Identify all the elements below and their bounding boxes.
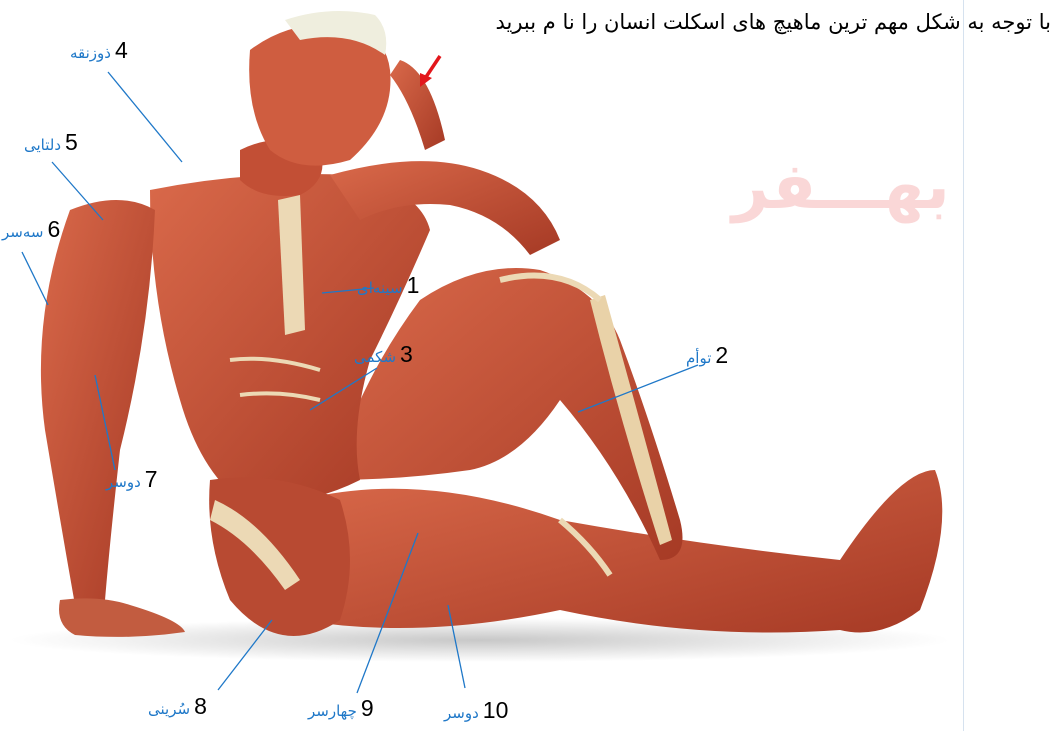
label-10-hamstring: 10 دوسر (444, 697, 508, 724)
label-number: 9 (361, 695, 374, 722)
label-number: 8 (194, 693, 207, 720)
label-name: شکمی (354, 348, 396, 366)
page-edge-line (963, 0, 964, 731)
label-number: 6 (47, 216, 60, 243)
label-8-gluteus: 8 سُرینی (148, 693, 207, 720)
label-name: سُرینی (148, 700, 190, 718)
label-5-deltoid: 5 دلتایی (24, 129, 78, 156)
label-number: 7 (145, 466, 158, 493)
label-name: سه‌سر (2, 223, 43, 241)
label-number: 10 (483, 697, 509, 724)
watermark: بهـــفر (732, 150, 950, 224)
label-4-trapezius: 4 ذوزنقه (70, 37, 128, 64)
label-3-abdominal: 3 شکمی (354, 341, 413, 368)
label-name: دوسر (106, 473, 141, 491)
label-7-biceps: 7 دوسر (106, 466, 158, 493)
label-6-triceps: 6 سه‌سر (2, 216, 60, 243)
label-1-pectoral: 1 سینه‌ای (357, 272, 419, 299)
label-number: 5 (65, 129, 78, 156)
label-number: 3 (400, 341, 413, 368)
label-name: دلتایی (24, 136, 61, 154)
red-arrow-icon (420, 56, 440, 87)
label-name: دوسر (444, 704, 479, 722)
label-name: ذوزنقه (70, 44, 111, 62)
label-9-quadriceps: 9 چهارسر (308, 695, 374, 722)
label-number: 2 (715, 342, 728, 369)
question-text: با توجه به شکل مهم ترین ماهیچ های اسکلت … (495, 10, 1051, 34)
label-name: چهارسر (308, 702, 357, 720)
label-2-gastrocnemius: 2 توأم (686, 342, 728, 369)
label-name: توأم (686, 349, 711, 367)
label-name: سینه‌ای (357, 279, 403, 297)
label-number: 1 (407, 272, 420, 299)
label-number: 4 (115, 37, 128, 64)
